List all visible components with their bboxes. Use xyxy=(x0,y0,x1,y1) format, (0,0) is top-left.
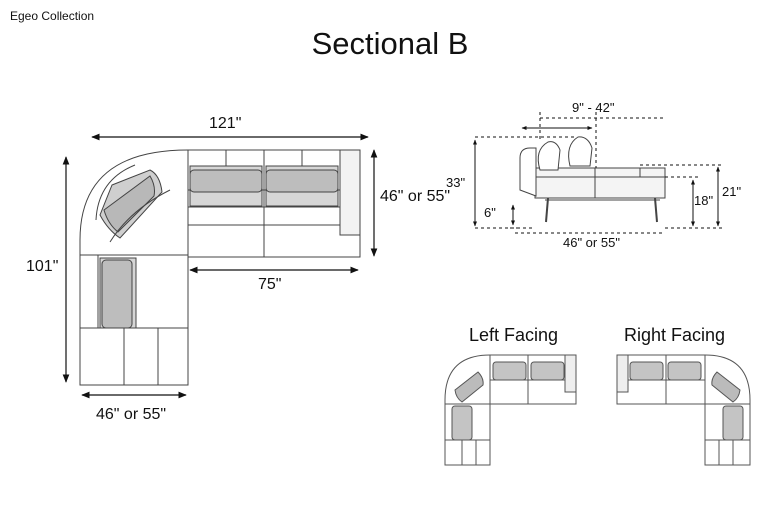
right-depth-label: 46" or 55" xyxy=(380,188,451,205)
headrest-range-label: 9" - 42" xyxy=(572,100,615,115)
left-facing-label: Left Facing xyxy=(469,325,559,345)
side-depth-label: 46" or 55" xyxy=(563,235,620,250)
height-label: 101" xyxy=(26,258,59,275)
arm-height-label: 21" xyxy=(722,184,742,199)
right-facing-diagram xyxy=(616,354,751,466)
seat-height-label: 18" xyxy=(694,193,714,208)
page-title: Sectional B xyxy=(311,26,469,61)
brand-label: Egeo Collection xyxy=(10,9,95,23)
total-height-label: 33" xyxy=(446,175,466,190)
leg-height-label: 6" xyxy=(484,205,496,220)
left-facing-diagram xyxy=(444,354,577,466)
width-label: 121" xyxy=(209,115,242,132)
right-facing-label: Right Facing xyxy=(624,325,726,345)
section-length-label: 75" xyxy=(258,276,282,293)
sectional-top-view xyxy=(79,149,361,386)
side-profile-view xyxy=(519,136,666,223)
bottom-depth-label: 46" or 55" xyxy=(96,406,167,423)
